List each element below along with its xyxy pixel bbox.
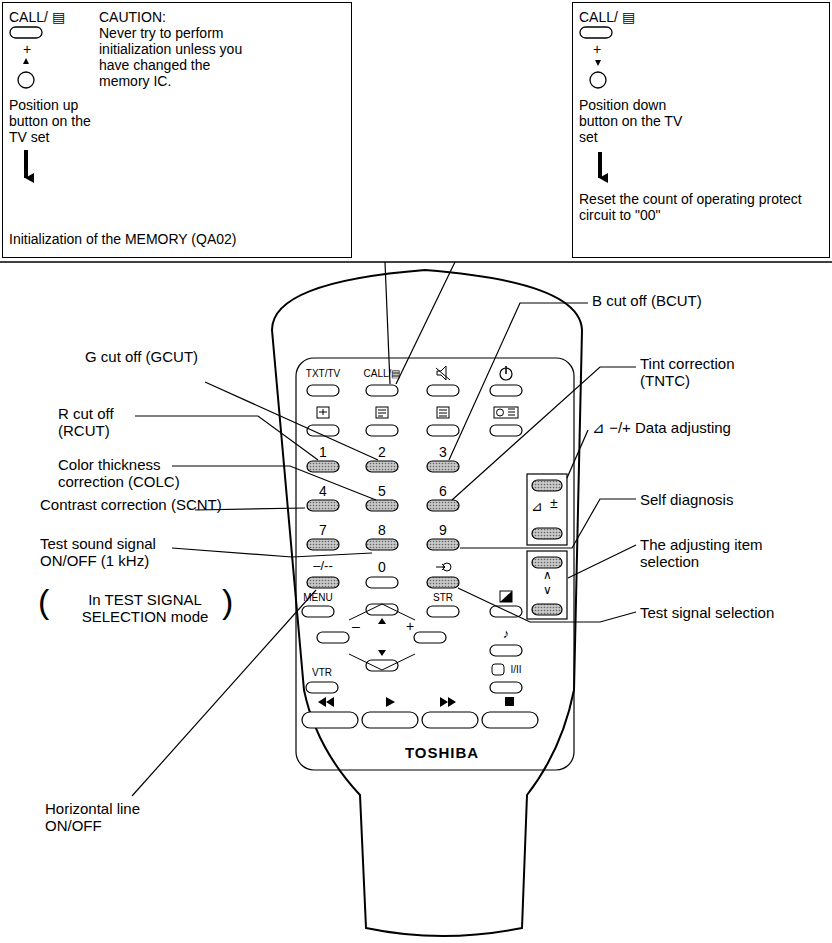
button-number: 6 <box>439 483 447 499</box>
bracket: ( <box>38 584 49 618</box>
button-number: 2 <box>378 444 386 460</box>
box-text: Reset the count of operating protect cir… <box>579 191 823 223</box>
button-label: –/-- <box>313 559 333 574</box>
button-label: – <box>352 618 360 634</box>
button-number: 4 <box>319 483 327 499</box>
bracket: ) <box>222 584 233 618</box>
button-number: 9 <box>439 522 447 538</box>
instruction-box: CALL/ ▤ + Position down button on the TV s… <box>572 2 830 258</box>
button-label: ∧ <box>543 569 552 583</box>
box-text: Initialization of the MEMORY (QA02) <box>9 231 349 247</box>
button-number: 3 <box>439 444 447 460</box>
box-text: CALL/ ▤ <box>579 9 635 25</box>
box-text: + <box>23 41 31 57</box>
function-label: ⊿ −/+ Data adjusting <box>592 419 828 436</box>
function-label: In TEST SIGNAL SELECTION mode <box>70 591 220 626</box>
button-label: TXT/TV <box>306 368 340 380</box>
function-label: B cut off (BCUT) <box>592 292 712 309</box>
box-text: CALL/ ▤ <box>9 9 65 25</box>
box-text: CAUTION: <box>99 9 249 25</box>
button-label: CALL/▤ <box>364 368 401 380</box>
function-label: Test sound signal ON/OFF (1 kHz) <box>40 535 190 570</box>
box-text: Position down button on the TV set <box>579 97 689 145</box>
button-label: ♪ <box>503 627 510 642</box>
button-number: 1 <box>319 444 327 460</box>
function-label: R cut off (RCUT) <box>58 405 158 440</box>
function-label: Color thickness correction (COLC) <box>58 456 218 491</box>
button-label: MENU <box>303 592 332 604</box>
function-label: The adjusting item selection <box>640 536 790 571</box>
box-text: Position up button on the TV set <box>9 97 101 145</box>
button-number: 0 <box>378 559 386 575</box>
box-text: Never try to perform initialization unle… <box>99 25 249 89</box>
function-label: Self diagnosis <box>640 491 733 508</box>
function-label: Tint correction (TNTC) <box>640 355 780 390</box>
button-label: ± <box>550 495 558 511</box>
button-label: STR <box>433 592 453 604</box>
function-label: Contrast correction (SCNT) <box>40 496 230 513</box>
brand-name: TOSHIBA <box>405 744 479 761</box>
button-label: VTR <box>312 667 332 679</box>
instruction-box: CALL/ ▤ + Position up button on the TV set… <box>2 2 352 258</box>
button-label: ∨ <box>543 584 552 598</box>
function-label: G cut off (GCUT) <box>85 348 215 365</box>
button-label: I/II <box>510 664 521 676</box>
button-number: 5 <box>378 483 386 499</box>
button-label: + <box>406 618 414 634</box>
function-label: Horizontal line ON/OFF <box>45 800 165 835</box>
button-number: 8 <box>378 522 386 538</box>
box-text: + <box>593 41 601 57</box>
button-number: 7 <box>319 522 327 538</box>
button-label: ⊿ <box>531 498 543 514</box>
function-label: Test signal selection <box>640 604 774 621</box>
